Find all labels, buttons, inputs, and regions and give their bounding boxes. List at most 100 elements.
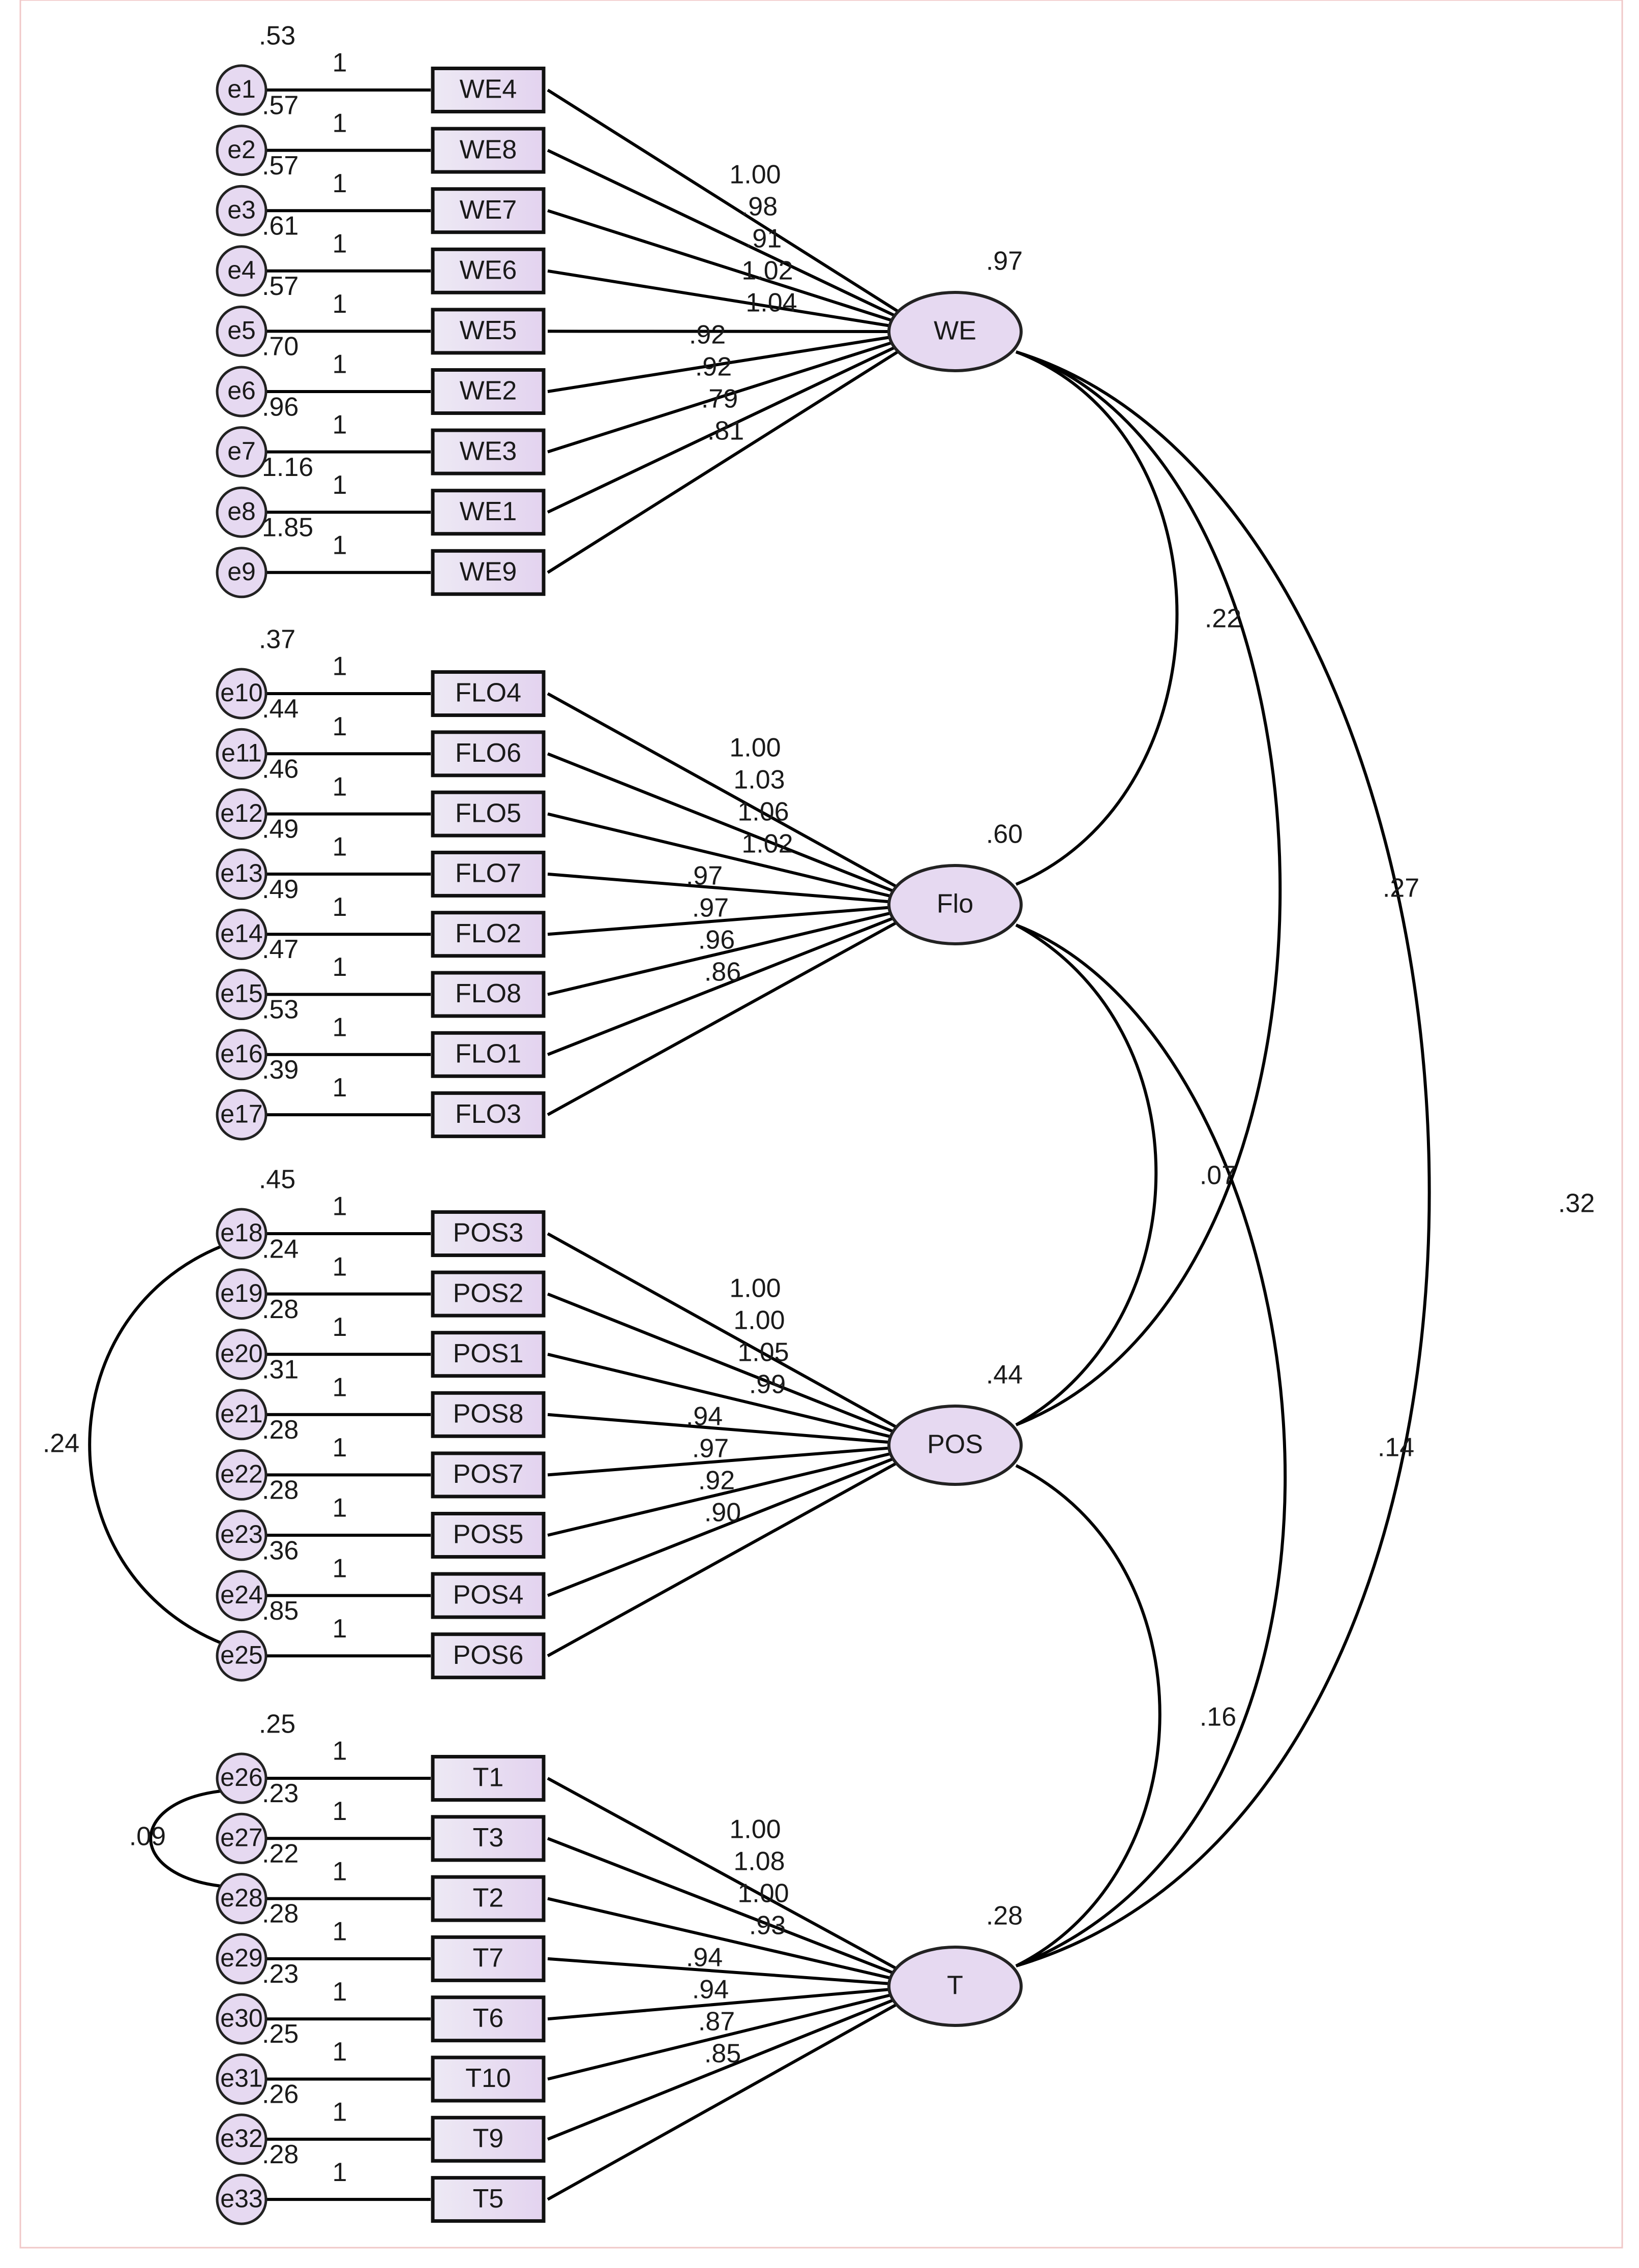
error-node-e25 — [216, 1630, 267, 1682]
error-variance: 1.16 — [262, 453, 313, 482]
factor-loading: 1.04 — [746, 288, 797, 318]
loading-path-POS3 — [547, 1232, 899, 1429]
indicator-label: T7 — [473, 1944, 504, 1973]
factor-loading: .97 — [692, 893, 729, 923]
error-label: e3 — [227, 195, 256, 224]
covariance-path-POS-T — [1015, 1464, 1161, 1967]
indicator-label: WE4 — [460, 75, 517, 104]
loading-path-T2 — [547, 1897, 892, 1980]
error-variance: .57 — [262, 151, 299, 181]
error-node-e33 — [216, 2173, 267, 2225]
factor-loading: .86 — [704, 958, 741, 987]
loading-path-FLO3 — [547, 920, 898, 1116]
indicator-label: WE9 — [460, 557, 517, 587]
error-path-weight: 1 — [333, 712, 347, 741]
indicator-box-FLO6 — [431, 730, 546, 778]
loading-path-WE5 — [547, 330, 890, 333]
error-variance: .61 — [262, 212, 299, 241]
loading-path-WE1 — [547, 345, 897, 514]
error-node-e7 — [216, 426, 267, 478]
latent-variance: .60 — [986, 820, 1023, 849]
error-path-weight: 1 — [333, 470, 347, 500]
indicator-label: FLO5 — [455, 798, 521, 828]
error-variance: .28 — [262, 2140, 299, 2169]
indicator-label: T10 — [465, 2064, 511, 2093]
indicator-box-WE9 — [431, 549, 546, 596]
indicator-box-WE4 — [431, 67, 546, 113]
error-label: e28 — [220, 1884, 262, 1912]
error-variance: .47 — [262, 935, 299, 964]
indicator-box-T1 — [431, 1755, 546, 1802]
error-path-weight: 1 — [333, 892, 347, 922]
error-path-weight: 1 — [333, 48, 347, 78]
factor-loading: 1.00 — [729, 160, 781, 190]
loading-path-FLO2 — [547, 906, 891, 936]
factor-loading: .92 — [689, 320, 726, 350]
diagram-frame — [19, 0, 1623, 2249]
covariance-estimate: .16 — [1200, 1703, 1236, 1732]
error-label: e19 — [220, 1279, 262, 1307]
factor-loading: .98 — [741, 192, 778, 222]
indicator-label: POS3 — [453, 1218, 524, 1248]
factor-loading: .92 — [698, 1466, 735, 1496]
indicator-box-FLO1 — [431, 1031, 546, 1078]
factor-loading: .87 — [698, 2007, 735, 2037]
error-node-e10 — [216, 668, 267, 720]
error-variance: .53 — [259, 21, 295, 51]
loading-path-WE6 — [547, 269, 891, 327]
indicator-box-POS3 — [431, 1210, 546, 1257]
covariance-estimate: .32 — [1558, 1189, 1595, 1218]
loading-path-POS2 — [547, 1292, 895, 1434]
error-label: e14 — [220, 919, 262, 947]
error-variance: .28 — [262, 1899, 299, 1929]
indicator-label: FLO7 — [455, 859, 521, 888]
factor-loading: .97 — [692, 1434, 729, 1464]
indicator-box-WE8 — [431, 127, 546, 174]
factor-loading: .97 — [686, 861, 723, 891]
factor-loading: .79 — [701, 384, 738, 414]
error-path-weight: 1 — [333, 1554, 347, 1583]
covariance-estimate: .27 — [1383, 874, 1419, 903]
error-path-weight: 1 — [333, 652, 347, 681]
error-label: e18 — [220, 1218, 262, 1247]
latent-node-WE — [887, 291, 1023, 372]
latent-label: WE — [934, 316, 976, 346]
error-label: e22 — [220, 1460, 262, 1488]
error-variance: .57 — [262, 91, 299, 120]
error-label: e21 — [220, 1399, 262, 1428]
error-path-weight: 1 — [333, 832, 347, 862]
factor-loading: .90 — [704, 1498, 741, 1528]
indicator-box-POS6 — [431, 1632, 546, 1680]
error-label: e9 — [227, 557, 256, 586]
factor-loading: .94 — [692, 1975, 729, 2005]
error-variance: .49 — [262, 815, 299, 844]
error-label: e30 — [220, 2004, 262, 2032]
indicator-label: T5 — [473, 2184, 504, 2214]
error-label: e32 — [220, 2124, 262, 2153]
error-variance: .53 — [262, 995, 299, 1025]
error-covariance-e18-e25 — [88, 1245, 222, 1645]
latent-variance: .28 — [986, 1901, 1023, 1931]
factor-loading: 1.08 — [733, 1847, 785, 1876]
error-node-e2 — [216, 125, 267, 176]
factor-loading: .91 — [745, 224, 782, 254]
error-path-weight: 1 — [333, 1013, 347, 1042]
indicator-box-POS1 — [431, 1331, 546, 1378]
error-variance: .24 — [262, 1234, 299, 1264]
indicator-label: WE6 — [460, 256, 517, 285]
indicator-box-WE5 — [431, 308, 546, 355]
loading-path-T7 — [547, 1957, 891, 1985]
factor-loading: .94 — [686, 1402, 723, 1431]
error-label: e2 — [227, 135, 256, 164]
indicator-box-FLO2 — [431, 911, 546, 958]
error-path-weight: 1 — [333, 350, 347, 379]
latent-variance: .97 — [986, 247, 1023, 276]
error-variance: .85 — [262, 1596, 299, 1626]
error-node-e19 — [216, 1268, 267, 1320]
error-variance: .37 — [259, 625, 295, 654]
error-label: e16 — [220, 1039, 262, 1068]
error-label: e33 — [220, 2184, 262, 2213]
error-label: e25 — [220, 1640, 262, 1669]
factor-loading: 1.00 — [733, 1306, 785, 1335]
